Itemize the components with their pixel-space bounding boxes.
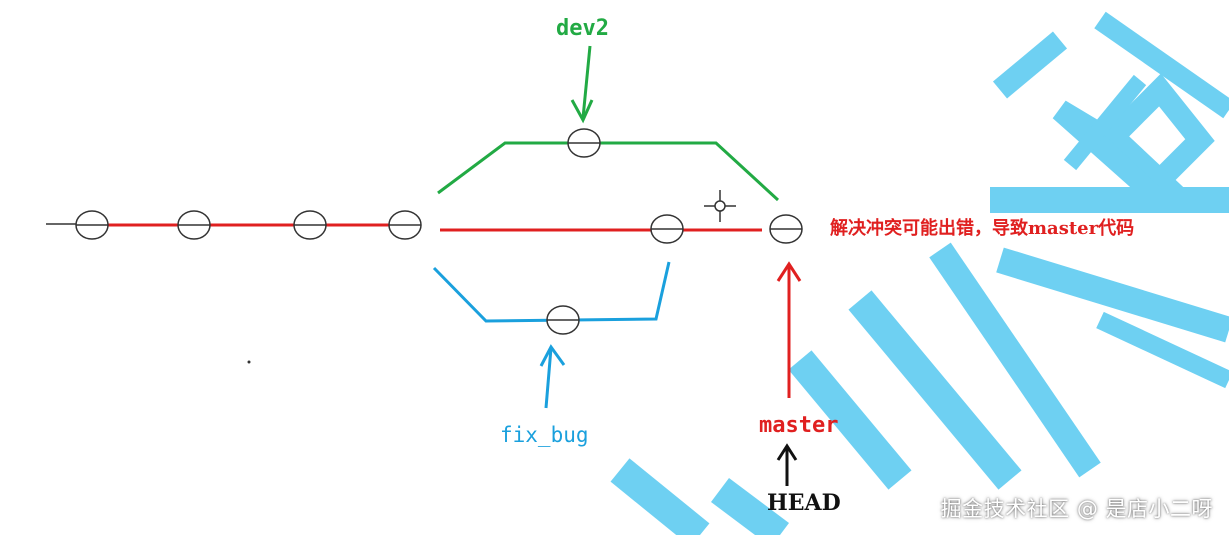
commit-node <box>293 210 327 240</box>
dev2-label: dev2 <box>556 16 609 41</box>
commit-node <box>177 210 211 240</box>
master-label: master <box>759 413 838 438</box>
commit-node <box>75 210 109 240</box>
stray-dot <box>247 360 251 364</box>
dev2-commit-node <box>567 128 601 158</box>
commit-node <box>650 214 684 244</box>
master-pointer-arrow <box>776 261 802 398</box>
fix-bug-commit-node <box>546 305 580 335</box>
watermark-text: 掘金技术社区 @ 是店小二呀 <box>940 497 1213 521</box>
fix-bug-pointer-arrow <box>539 344 566 409</box>
fix-bug-label: fix_bug <box>500 423 589 447</box>
commit-node <box>388 210 422 240</box>
crosshair-cursor-icon <box>704 190 736 222</box>
dev2-branch-line <box>437 141 780 202</box>
conflict-note: 解决冲突可能出错，导致master代码 <box>830 217 1134 239</box>
dev2-pointer-arrow <box>570 45 594 124</box>
head-label: HEAD <box>767 490 841 516</box>
watermark-logo <box>610 11 1229 535</box>
merge-commit-node <box>769 214 803 244</box>
head-pointer-arrow <box>776 443 798 486</box>
